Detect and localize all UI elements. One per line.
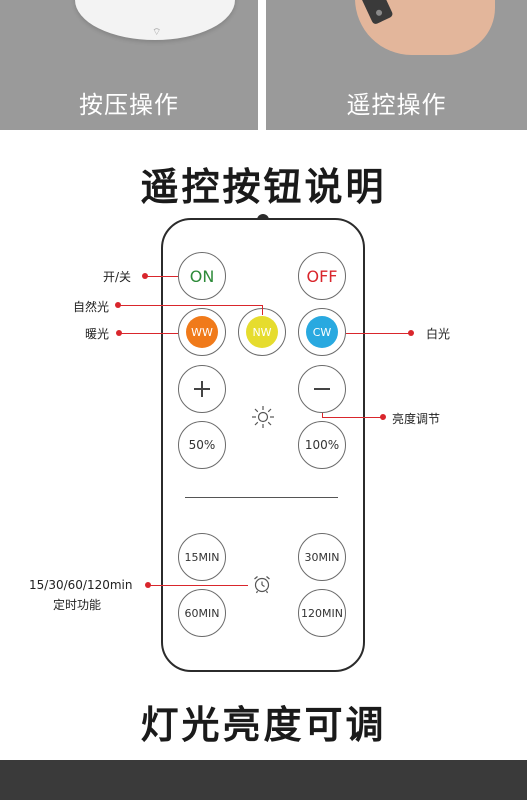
ww-label: WW <box>191 325 213 339</box>
warm-light-callout: 暖光 <box>85 327 110 341</box>
nw-label: NW <box>252 325 272 339</box>
alarm-clock-icon <box>254 576 270 594</box>
timer-60min-button[interactable]: 60MIN <box>178 589 226 637</box>
warm-white-button[interactable]: WW <box>178 308 226 356</box>
natural-white-swatch: NW <box>246 316 278 348</box>
white-light-callout: 白光 <box>426 327 451 341</box>
b50-label: 50% <box>188 438 216 452</box>
m30-label: 30MIN <box>304 550 340 564</box>
power-callout: 开/关 <box>103 270 132 284</box>
remote-button-guide-title: 遥控按钮说明 <box>140 165 387 209</box>
natural-white-button[interactable]: NW <box>238 308 286 356</box>
m60-label: 60MIN <box>184 606 220 620</box>
warm-white-swatch: WW <box>186 316 218 348</box>
cool-white-button[interactable]: CW <box>298 308 346 356</box>
timer-30min-button[interactable]: 30MIN <box>298 533 346 581</box>
brightness-callout-dot <box>380 414 386 420</box>
m120-label: 120MIN <box>301 606 343 620</box>
press-operation-panel: ⌔ 按压操作 <box>0 0 258 130</box>
minus-icon <box>314 388 330 390</box>
off-button-label: OFF <box>306 266 338 286</box>
brightness-callout: 亮度调节 <box>392 412 441 426</box>
brightness-adjustable-title: 灯光亮度可调 <box>140 703 387 747</box>
brightness-down-button[interactable] <box>298 365 346 413</box>
remote-divider <box>185 497 338 498</box>
remote-operation-label: 遥控操作 <box>346 91 447 119</box>
natural-light-callout-line <box>118 305 263 306</box>
sun-icon <box>252 406 274 428</box>
wifi-signal-icon: ⌔ <box>152 27 162 38</box>
timer-120min-button[interactable]: 120MIN <box>298 589 346 637</box>
timer-callout-line1: 15/30/60/120min <box>29 578 133 592</box>
m15-label: 15MIN <box>184 550 220 564</box>
on-button-label: ON <box>189 266 215 286</box>
natural-light-callout-drop <box>262 305 263 315</box>
b100-label: 100% <box>304 438 340 452</box>
remote-ir-notch <box>257 214 269 220</box>
white-light-callout-line <box>346 333 410 334</box>
plus-icon <box>194 381 210 397</box>
brightness-callout-line <box>322 417 382 418</box>
on-button[interactable]: ON <box>178 252 226 300</box>
off-button[interactable]: OFF <box>298 252 346 300</box>
natural-light-callout: 自然光 <box>73 300 110 314</box>
timer-15min-button[interactable]: 15MIN <box>178 533 226 581</box>
bottom-strip <box>0 760 527 800</box>
press-operation-label: 按压操作 <box>79 91 179 119</box>
white-light-callout-dot <box>408 330 414 336</box>
brightness-callout-drop <box>322 413 323 418</box>
cool-white-swatch: CW <box>306 316 338 348</box>
timer-callout-line <box>148 585 248 586</box>
brightness-50-button[interactable]: 50% <box>178 421 226 469</box>
timer-callout-line2: 定时功能 <box>53 598 102 612</box>
cw-label: CW <box>312 325 332 339</box>
brightness-up-button[interactable] <box>178 365 226 413</box>
panel-divider <box>258 0 266 130</box>
power-callout-line <box>145 276 178 277</box>
brightness-100-button[interactable]: 100% <box>298 421 346 469</box>
warm-light-callout-line <box>119 333 178 334</box>
